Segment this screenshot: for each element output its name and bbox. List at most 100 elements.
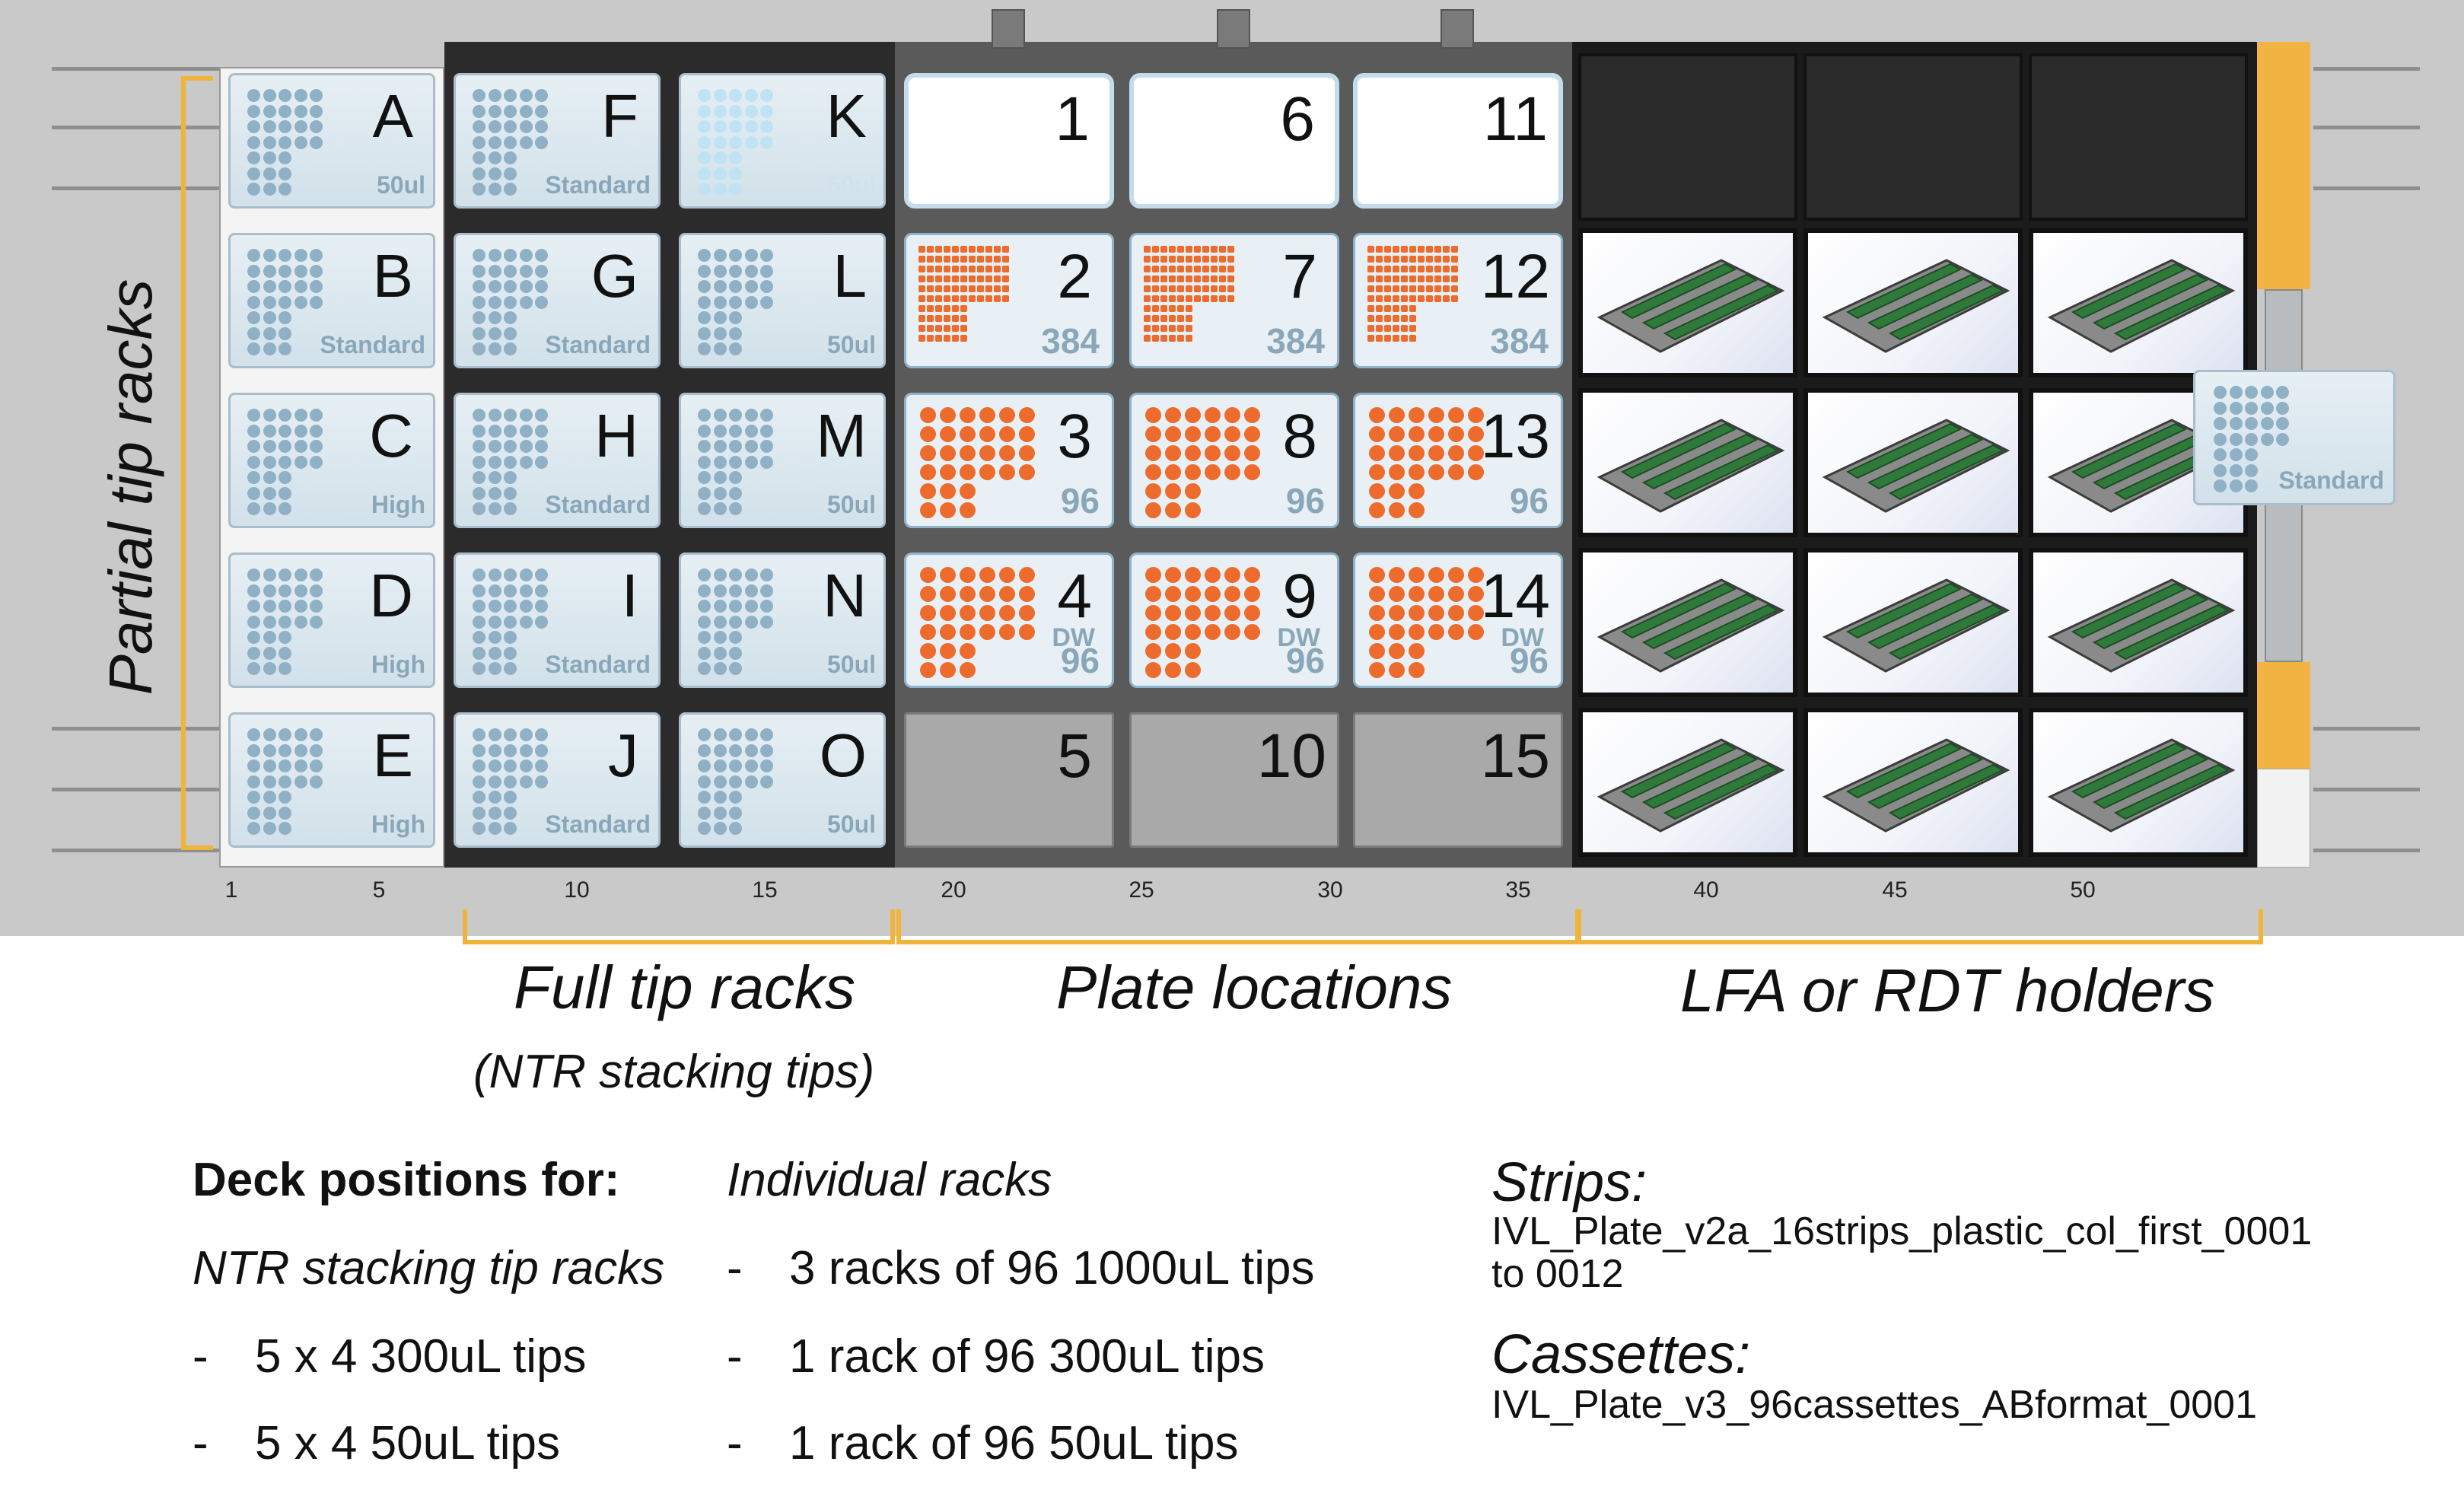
plate-number: 2	[1057, 242, 1092, 311]
well	[960, 285, 967, 292]
well	[952, 275, 959, 282]
tip-dot	[504, 89, 517, 102]
well	[1152, 246, 1159, 253]
well	[960, 445, 976, 461]
tip-dot	[729, 646, 742, 660]
well	[1227, 246, 1234, 253]
tip-dot	[279, 584, 291, 597]
full-rack-label: Full tip racks	[514, 954, 855, 1021]
well	[1443, 295, 1450, 302]
tip-dot	[294, 759, 307, 772]
cassette-holder[interactable]	[1578, 388, 1797, 537]
tip-dot	[760, 615, 773, 629]
tip-dot	[760, 455, 773, 469]
tip-dot	[247, 806, 260, 820]
tip-dot	[488, 615, 501, 629]
well	[918, 256, 925, 263]
plate-slot[interactable]: 11	[1353, 73, 1563, 209]
side-tip-rack[interactable]: Standard	[2193, 370, 2396, 505]
tip-dot	[744, 440, 758, 453]
cassette-holder[interactable]	[2029, 388, 2248, 537]
tip-dot	[729, 167, 742, 180]
plate-number: 9	[1282, 562, 1317, 631]
well	[999, 624, 1015, 640]
cassette-holder[interactable]	[1578, 708, 1797, 857]
plate-slot[interactable]: 1	[904, 73, 1114, 209]
cassette-holder[interactable]	[1578, 548, 1797, 697]
well	[960, 426, 976, 442]
cassette-holder[interactable]	[1803, 388, 2023, 537]
tip-dot	[535, 744, 548, 757]
cassette-holder[interactable]	[1803, 548, 2023, 697]
tip-dot	[488, 486, 501, 500]
tip-dot	[2245, 386, 2258, 399]
plate-slot[interactable]: 15	[1353, 712, 1563, 848]
tip-dot	[744, 744, 758, 757]
well	[1389, 445, 1405, 461]
well	[1409, 567, 1425, 583]
tip-dot	[519, 280, 533, 293]
tip-dot	[504, 151, 517, 164]
cassette-holder[interactable]	[1803, 228, 2023, 377]
cassette-holder[interactable]	[1578, 228, 1797, 377]
well	[952, 325, 959, 332]
cassette-holder[interactable]	[2029, 708, 2248, 857]
tip-dot	[504, 295, 517, 309]
tip-dot	[247, 600, 260, 613]
well	[1152, 295, 1159, 302]
plate-connector	[992, 9, 1025, 49]
tip-dot	[247, 568, 260, 581]
well	[1169, 285, 1176, 292]
well	[994, 256, 1001, 263]
tip-dot	[504, 424, 517, 438]
tip-dot	[519, 775, 533, 788]
plate-slot[interactable]: 10	[1129, 712, 1339, 848]
tip-dot	[263, 584, 276, 597]
tip-dot	[698, 120, 711, 133]
cassette-holder[interactable]	[1803, 708, 2023, 857]
plate-slot[interactable]: 5	[904, 712, 1114, 848]
cassette-holder[interactable]	[2029, 548, 2248, 697]
tip-dot	[473, 471, 485, 484]
tip-dot	[247, 167, 260, 180]
well	[969, 285, 976, 292]
individual-item: 1 rack of 96 50uL tips	[789, 1417, 1239, 1470]
deck-rail	[52, 186, 227, 190]
tip-dot	[744, 600, 758, 613]
tip-dot	[698, 440, 711, 453]
plates-label: Plate locations	[1056, 954, 1453, 1021]
well	[1144, 246, 1151, 253]
tip-dot	[519, 295, 533, 309]
well	[1428, 426, 1444, 442]
tip-dot	[247, 822, 260, 835]
tip-dot	[263, 424, 276, 438]
well	[994, 266, 1001, 272]
plate-slot[interactable]: 6	[1129, 73, 1339, 209]
tip-dot	[473, 280, 485, 293]
cassette-holder[interactable]	[2029, 228, 2248, 377]
